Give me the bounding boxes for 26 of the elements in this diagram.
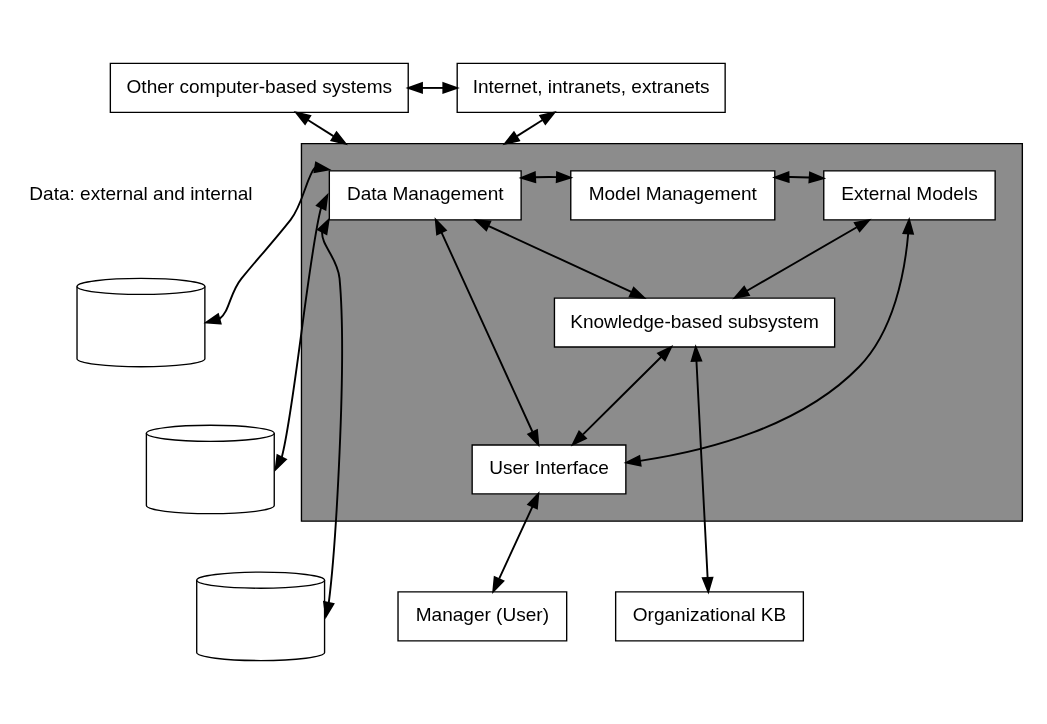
arrow bbox=[732, 218, 872, 300]
node-box: Model Management bbox=[570, 170, 776, 221]
node-box: User Interface bbox=[471, 444, 627, 495]
arrow bbox=[570, 345, 674, 447]
arrow bbox=[434, 217, 540, 448]
node-box: External Models bbox=[823, 170, 996, 221]
node-box: Organizational KB bbox=[614, 591, 805, 642]
node-box: Internet, intranets, extranets bbox=[456, 62, 726, 114]
arrow bbox=[293, 111, 348, 146]
arrow bbox=[690, 344, 714, 595]
node-box: Knowledge-based subsystem bbox=[553, 297, 836, 348]
label: Data: external and internal bbox=[29, 183, 253, 205]
arrow bbox=[473, 218, 647, 300]
node-box: Manager (User) bbox=[397, 591, 568, 642]
arrow bbox=[316, 217, 343, 620]
node-box: Data Management bbox=[328, 170, 522, 221]
arrow bbox=[518, 170, 574, 184]
cluster bbox=[300, 143, 1024, 522]
arrow bbox=[405, 81, 460, 94]
arrow bbox=[203, 161, 332, 325]
arrow bbox=[502, 111, 557, 146]
arrow bbox=[492, 491, 540, 595]
arrow bbox=[623, 217, 915, 467]
node-box: Other computer-based systems bbox=[109, 62, 409, 114]
arrow bbox=[274, 192, 329, 473]
arrow bbox=[772, 170, 827, 184]
